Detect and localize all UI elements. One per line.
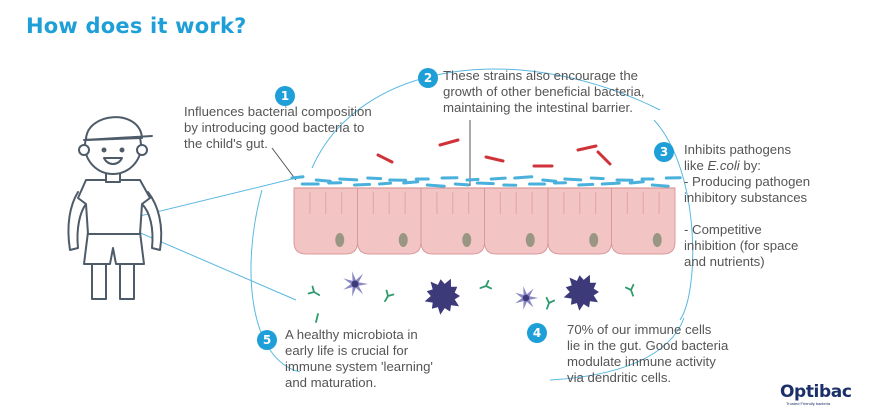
probiotic-bacterium (290, 175, 305, 180)
pathogen-bacterium (576, 144, 598, 152)
immune-cell (563, 274, 599, 311)
step-2-line: growth of other beneficial bacteria, (443, 84, 645, 99)
step-3-line: like E.coli by: (684, 158, 761, 173)
immune-cells (307, 271, 635, 323)
step-4-badge: 4 (527, 323, 547, 343)
pathogen-bacterium (596, 150, 612, 166)
antibody (384, 289, 395, 303)
step-5-line: immune system 'learning' (285, 359, 433, 374)
step-3-line: - Competitive (684, 222, 762, 237)
pathogen-bacterium (376, 153, 394, 164)
step-2-text: These strains also encourage the growth … (443, 68, 645, 116)
pointer-line-1 (271, 147, 297, 181)
step-3-line: inhibitory substances (684, 190, 808, 205)
probiotic-bacterium (338, 177, 359, 182)
probiotic-bacterium (378, 181, 392, 186)
antibody-shape (307, 285, 321, 296)
antibody-shape (479, 279, 493, 290)
dendritic-cell-nucleus (351, 280, 359, 288)
antibody (479, 279, 493, 290)
step-5-line: and maturation. (285, 375, 377, 390)
step-5-badge: 5 (257, 330, 277, 350)
cell-nucleus (398, 233, 408, 247)
probiotic-bacterium (366, 176, 383, 181)
probiotic-bacterium (589, 176, 605, 181)
antibody-shape (545, 296, 556, 310)
antibody-shape (624, 283, 635, 297)
step-2-line: These strains also encourage the (443, 68, 638, 83)
step-1-text: Influences bacterial composition by intr… (184, 104, 372, 152)
antibody (315, 313, 319, 323)
antibody (545, 296, 556, 310)
cell-nucleus (462, 233, 472, 247)
step-5-line: A healthy microbiota in (285, 327, 418, 342)
cell-nucleus (589, 233, 599, 247)
probiotic-bacterium (563, 177, 583, 182)
probiotic-bacterium (314, 178, 332, 183)
step-1-badge: 1 (275, 86, 295, 106)
pathogen-bacterium (484, 155, 505, 163)
brand-logo: Optibac (780, 382, 852, 402)
gut-lining (293, 187, 676, 255)
step-3-line: and nutrients) (684, 254, 765, 269)
cell-nucleus (335, 233, 345, 247)
step-2-badge: 2 (418, 68, 438, 88)
step-3-badge: 3 (654, 142, 674, 162)
probiotic-bacterium (577, 182, 595, 187)
antibody (624, 283, 635, 297)
step-1-line: the child's gut. (184, 136, 268, 151)
step-5-line: early life is crucial for (285, 343, 409, 358)
step-4-text: 70% of our immune cells lie in the gut. … (567, 322, 728, 386)
cell-nucleus (652, 233, 662, 247)
pathogen-bacteria (376, 138, 612, 168)
step-4-line: 70% of our immune cells (567, 322, 712, 337)
probiotic-bacterium (353, 182, 371, 187)
step-3-line: - Producing pathogen (684, 174, 811, 189)
step-5-text: A healthy microbiota in early life is cr… (285, 327, 433, 391)
step-4-line: via dendritic cells. (567, 370, 672, 385)
probiotic-bacterium (475, 181, 495, 186)
beneficial-bacteria (290, 175, 682, 188)
pathogen-name: E.coli (707, 158, 740, 173)
antibody-shape (384, 289, 395, 303)
probiotic-bacterium (513, 175, 534, 180)
antibody (307, 285, 321, 296)
page-title: How does it work? (26, 14, 247, 38)
step-1-line: Influences bacterial composition (184, 104, 372, 119)
probiotic-bacterium (402, 180, 420, 185)
brand-tagline: Trusted Friendly bacteria (786, 401, 831, 406)
child-illustration (67, 116, 163, 300)
step-3-spacer (684, 206, 810, 222)
probiotic-bacterium (425, 183, 446, 188)
step-1-line: by introducing good bacteria to (184, 120, 365, 135)
probiotic-bacterium (453, 182, 470, 187)
pathogen-bacterium (438, 138, 460, 147)
step-3-text: Inhibits pathogens like E.coli by: - Pro… (684, 142, 810, 270)
step-3-line: inhibition (for space (684, 238, 799, 253)
connector-lines (114, 68, 694, 381)
dendritic-cell-nucleus (522, 294, 530, 302)
probiotic-bacterium (465, 177, 480, 182)
immune-cell (424, 278, 460, 315)
cell-nucleus (525, 233, 535, 247)
probiotic-bacterium (650, 183, 670, 188)
step-4-line: modulate immune activity (567, 354, 716, 369)
step-2-line: maintaining the intestinal barrier. (443, 100, 633, 115)
step-4-line: lie in the gut. Good bacteria (567, 338, 729, 353)
probiotic-bacterium (600, 181, 621, 186)
step-3-line: Inhibits pathogens (684, 142, 792, 157)
probiotic-bacterium (489, 176, 507, 181)
probiotic-bacterium (628, 180, 645, 185)
probiotic-bacterium (541, 178, 558, 183)
